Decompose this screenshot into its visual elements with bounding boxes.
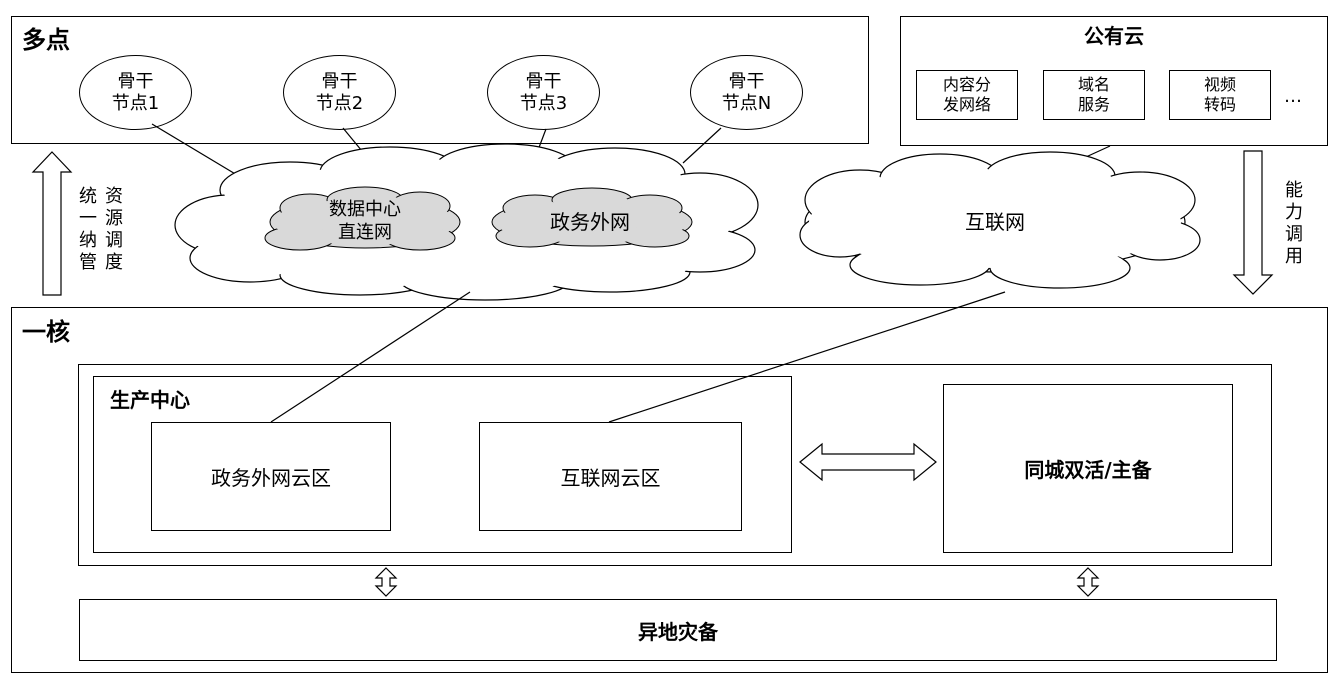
dc-direct-net-label: 数据中心 直连网 [305, 196, 425, 246]
cil-char-3: 调 [1285, 224, 1303, 245]
core-title: 一核 [22, 318, 70, 346]
uml-char-4: 管 [79, 252, 97, 273]
dns-service-line1: 域名 [1077, 75, 1110, 94]
resource-scheduling-label: 资 源 调 度 [104, 186, 124, 274]
unified-management-arrow [31, 151, 73, 296]
cil-char-2: 力 [1285, 202, 1303, 223]
uml-char-3: 纳 [79, 230, 97, 251]
dr-link-arrow-right [1076, 567, 1100, 597]
backbone-node-1-line2: 节点1 [111, 92, 160, 114]
active-active-site: 同城双活/主备 [943, 384, 1233, 553]
more-services-ellipsis: … [1284, 86, 1302, 107]
internet-cloud-zone: 互联网云区 [479, 422, 742, 531]
backbone-node-n: 骨干 节点N [690, 55, 803, 130]
multipoint-title: 多点 [22, 26, 70, 54]
production-center-title: 生产中心 [110, 388, 190, 412]
rsl-char-1: 资 [105, 186, 123, 207]
dr-link-arrow-left [374, 567, 398, 597]
video-transcode-line2: 转码 [1203, 95, 1236, 114]
backbone-node-2-line1: 骨干 [321, 70, 358, 92]
rsl-char-3: 调 [105, 230, 123, 251]
dns-service-line2: 服务 [1077, 95, 1110, 114]
video-transcode-service: 视频 转码 [1169, 70, 1271, 120]
cil-char-1: 能 [1285, 180, 1303, 201]
unified-management-label: 统 一 纳 管 [78, 186, 98, 274]
backbone-node-3: 骨干 节点3 [487, 55, 600, 130]
dc-direct-net-line2: 直连网 [338, 222, 392, 243]
backbone-node-2-line2: 节点2 [315, 92, 364, 114]
cdn-service-line2: 发网络 [942, 95, 991, 114]
backbone-node-3-line1: 骨干 [525, 70, 562, 92]
link-internet-cloud-zone [608, 291, 1006, 423]
cdn-service: 内容分 发网络 [916, 70, 1018, 120]
cil-char-4: 用 [1285, 246, 1303, 267]
backbone-node-2: 骨干 节点2 [283, 55, 396, 130]
uml-char-2: 一 [79, 208, 97, 229]
gov-extranet-label: 政务外网 [550, 209, 630, 234]
bidirectional-sync-arrow [799, 442, 937, 482]
remote-disaster-recovery: 异地灾备 [79, 599, 1277, 661]
cdn-service-line1: 内容分 [942, 75, 991, 94]
public-cloud-title: 公有云 [1084, 23, 1144, 48]
rsl-char-4: 度 [105, 252, 123, 273]
rsl-char-2: 源 [105, 208, 123, 229]
video-transcode-line1: 视频 [1203, 75, 1236, 94]
capability-invoke-arrow [1232, 150, 1274, 295]
gov-extranet-cloud-zone: 政务外网云区 [151, 422, 391, 531]
uml-char-1: 统 [79, 186, 97, 207]
link-gov-cloud-zone [270, 291, 471, 423]
link-noden-cloud [682, 127, 722, 164]
backbone-node-3-line2: 节点3 [519, 92, 568, 114]
backbone-node-1: 骨干 节点1 [79, 55, 192, 130]
backbone-node-n-line2: 节点N [721, 92, 772, 114]
backbone-node-1-line1: 骨干 [117, 70, 154, 92]
backbone-node-n-line1: 骨干 [728, 70, 765, 92]
capability-invoke-label: 能 力 调 用 [1284, 180, 1304, 268]
dc-direct-net-line1: 数据中心 [329, 199, 401, 220]
internet-label: 互联网 [965, 209, 1025, 234]
dns-service: 域名 服务 [1043, 70, 1145, 120]
